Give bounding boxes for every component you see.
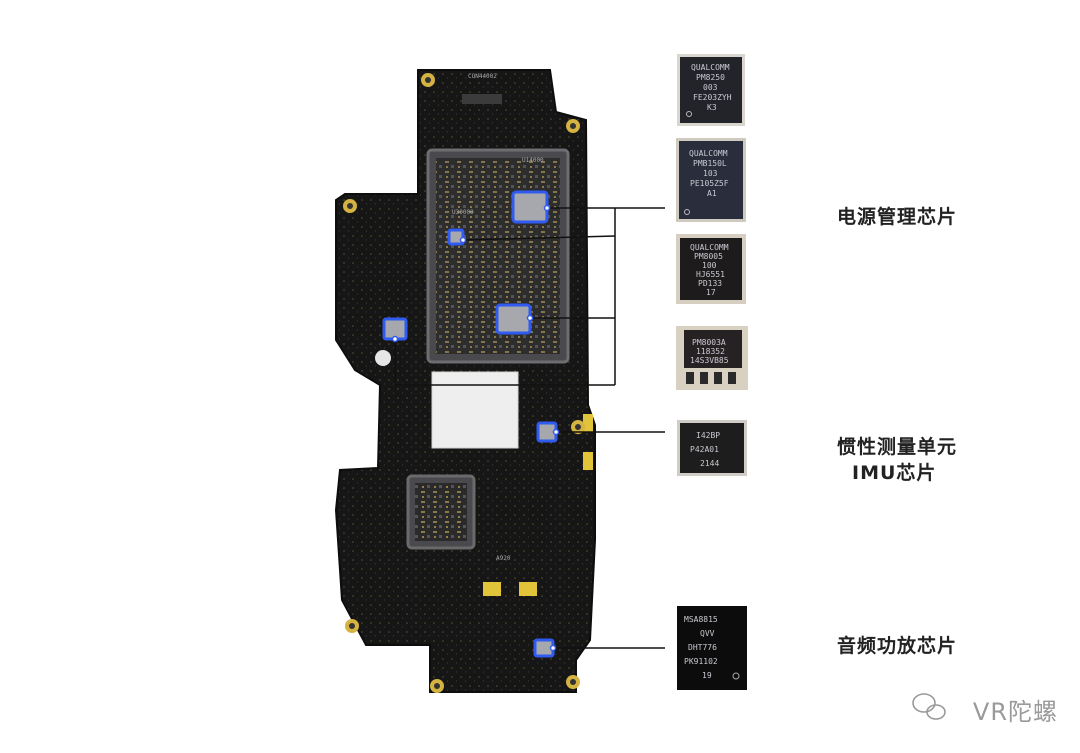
chip-text: PM8250 — [696, 73, 725, 82]
chip-text: 14S3VB85 — [690, 356, 729, 365]
chip-text: PK91102 — [684, 657, 718, 666]
wechat-icon — [912, 693, 946, 720]
chip-text: DHT776 — [688, 643, 717, 652]
chip-text: 100 — [702, 261, 717, 270]
highlight-pm8250 — [511, 190, 549, 224]
silkscreen-con: CON44002 — [468, 73, 497, 80]
silkscreen-u14000: U14000 — [522, 157, 544, 164]
circuit-board: CON44002 U14000 U30000 A920 — [334, 69, 596, 693]
chip-text: 19 — [702, 671, 712, 680]
silkscreen-u30000: U30000 — [452, 209, 474, 216]
chip-closeup-imu: I42BP P42A01 2144 — [677, 420, 747, 476]
chip-text: PE105Z5F — [690, 179, 729, 188]
leader-lines — [391, 204, 665, 652]
imu-label-line1: 惯性测量单元 — [837, 436, 958, 458]
chip-text: PMB150L — [693, 159, 727, 168]
chip-text: PM8005 — [694, 252, 723, 261]
chip-text: 103 — [703, 169, 718, 178]
chip-text: P42A01 — [690, 445, 719, 454]
chip-highlights — [382, 190, 558, 658]
silkscreen-a920: A920 — [496, 555, 511, 562]
audio-amp-label: 音频功放芯片 — [837, 635, 958, 657]
chip-text: QUALCOMM — [690, 243, 729, 252]
chip-closeup-audio-amp: MSA8815 QVV DHT776 PK91102 19 — [677, 606, 747, 690]
chip-text: QUALCOMM — [691, 63, 730, 72]
chip-text: HJ6551 — [696, 270, 725, 279]
imu-label-line2: IMU芯片 — [852, 462, 937, 484]
chip-text: QUALCOMM — [689, 149, 728, 158]
chip-text: I42BP — [696, 431, 720, 440]
chip-closeup-pmb150l: QUALCOMM PMB150L 103 PE105Z5F A1 — [676, 138, 746, 222]
chip-text: 17 — [706, 288, 716, 297]
chip-closeup-pm8005: QUALCOMM PM8005 100 HJ6551 PD133 17 — [676, 234, 746, 304]
chip-closeup-pm8003a: PM8003A 118352 14S3VB85 — [676, 326, 748, 390]
chip-text: MSA8815 — [684, 615, 718, 624]
chip-text: A1 — [707, 189, 717, 198]
chip-closeup-pm8250: QUALCOMM PM8250 003 FE203ZYH K3 — [677, 54, 745, 126]
highlight-pm8005 — [495, 303, 532, 335]
chip-text: K3 — [707, 103, 717, 112]
chip-text: PD133 — [698, 279, 722, 288]
power-management-label: 电源管理芯片 — [837, 206, 958, 228]
chip-text: 2144 — [700, 459, 719, 468]
chip-text: 118352 — [696, 347, 725, 356]
chip-text: PM8003A — [692, 338, 726, 347]
watermark: VR陀螺 — [972, 698, 1058, 726]
chip-text: 003 — [703, 83, 718, 92]
chip-text: QVV — [700, 629, 715, 638]
chip-text: FE203ZYH — [693, 93, 732, 102]
